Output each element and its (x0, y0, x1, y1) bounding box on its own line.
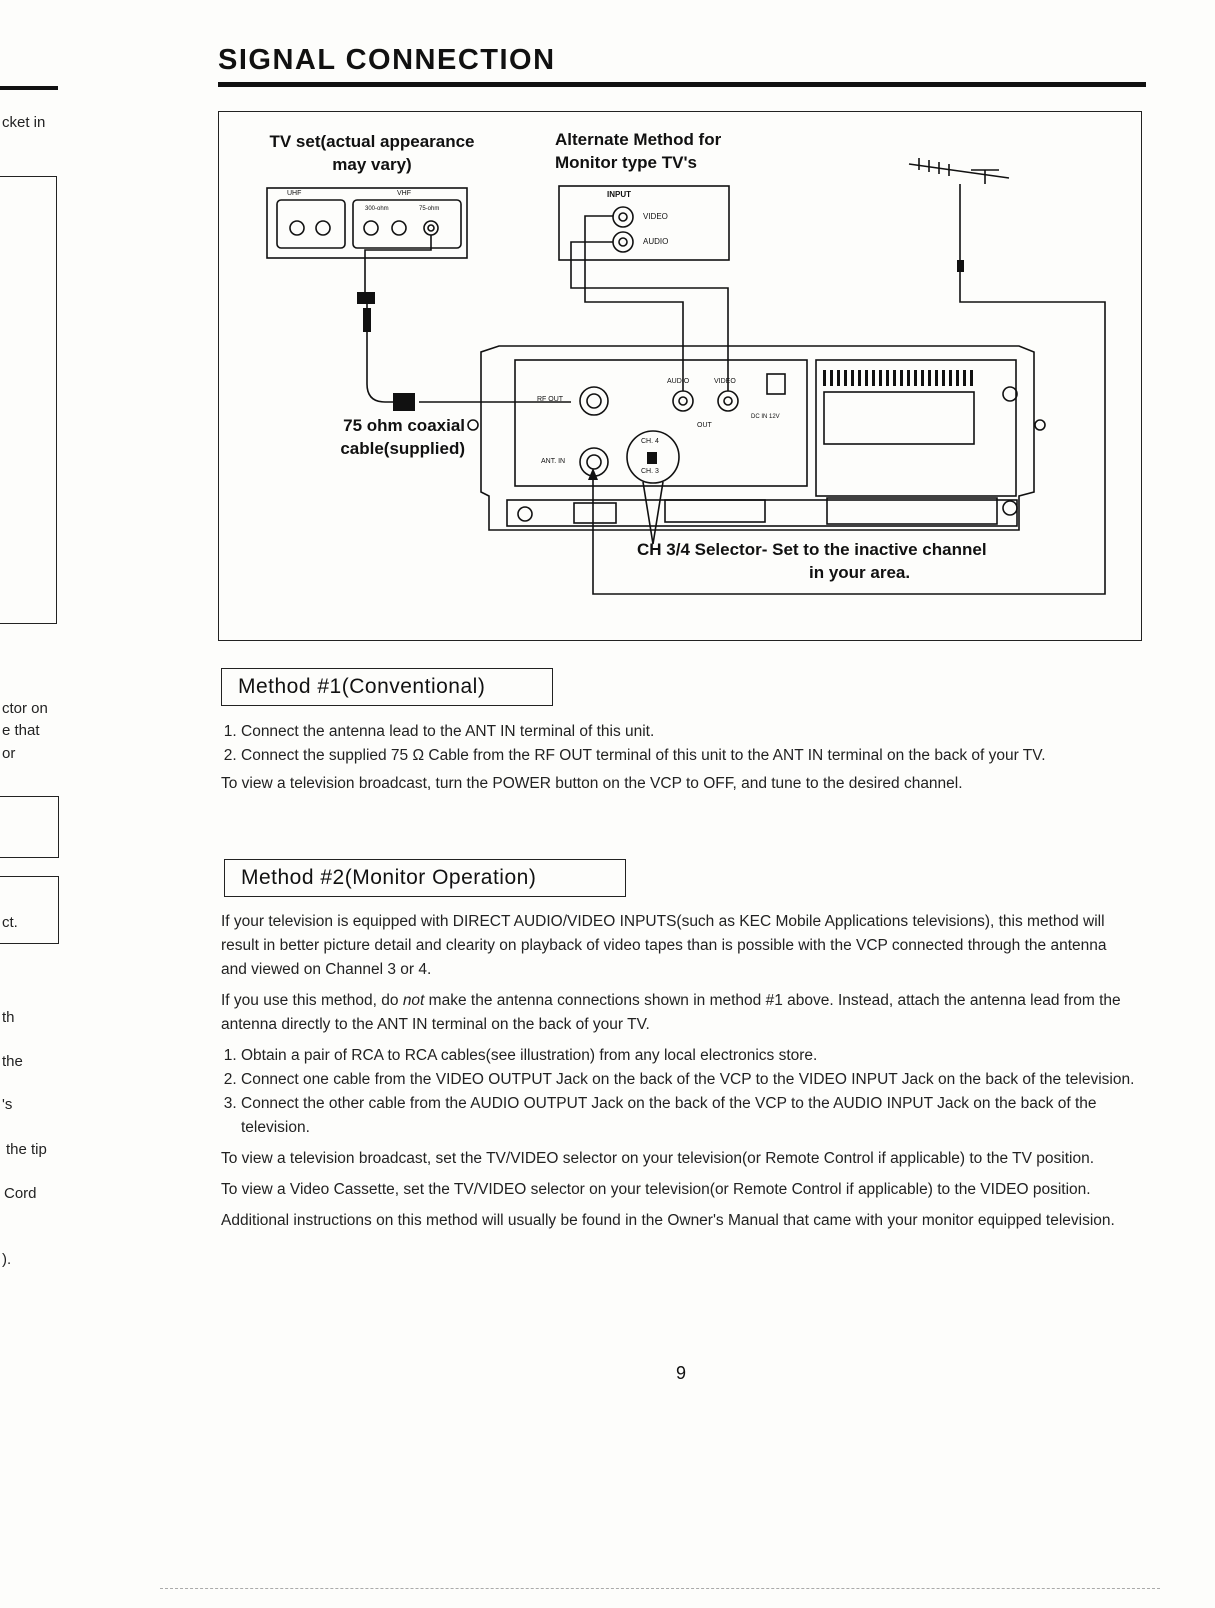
left-fragment: ). (2, 1251, 12, 1268)
method2-body: If your television is equipped with DIRE… (221, 910, 1136, 1233)
coax-label-line: cable(supplied) (340, 439, 465, 458)
method1-note: To view a television broadcast, turn the… (221, 775, 963, 792)
left-fragment: e that (2, 722, 40, 739)
ant-in-label: ANT. IN (541, 458, 566, 465)
page-title: SIGNAL CONNECTION (218, 44, 556, 76)
page-number: 9 (676, 1363, 687, 1383)
monitor-panel-outline (558, 185, 730, 261)
300-ohm-label: 300-ohm (365, 206, 389, 212)
coaxial-cable-label: 75 ohm coaxial cable(supplied) (313, 414, 465, 460)
left-page-box (0, 176, 57, 624)
alt-label-line: Monitor type TV's (555, 153, 697, 172)
method2-para: If your television is equipped with DIRE… (221, 913, 1107, 978)
method1-body: Connect the antenna lead to the ANT IN t… (221, 720, 1136, 796)
tv-set-label: TV set(actual appearance may vary) (247, 130, 497, 176)
method1-step: Connect the supplied 75 Ω Cable from the… (241, 744, 1136, 768)
left-margin-rule (0, 86, 58, 90)
monitor-video-label: VIDEO (643, 212, 668, 221)
left-fragment: or (2, 745, 16, 762)
para2-emphasis: not (402, 992, 425, 1009)
method2-para: To view a television broadcast, set the … (221, 1150, 1095, 1167)
connection-diagram: TV set(actual appearance may vary) Alter… (218, 111, 1142, 641)
method2-heading: Method #2(Monitor Operation) (224, 859, 626, 897)
diagram-drawing (266, 158, 1106, 595)
method1-steps: Connect the antenna lead to the ANT IN t… (221, 720, 1136, 768)
method2-steps: Obtain a pair of RCA to RCA cables(see i… (221, 1044, 1136, 1140)
left-fragment: 's (2, 1096, 13, 1113)
method2-para: Additional instructions on this method w… (221, 1212, 1115, 1229)
vhf-label: VHF (397, 190, 411, 197)
title-rule (218, 82, 1146, 87)
coax-label-line: 75 ohm coaxial (343, 416, 465, 435)
tv-label-line: TV set(actual appearance (269, 132, 475, 151)
vcp-back-outline (480, 345, 1035, 531)
method2-step: Connect one cable from the VIDEO OUTPUT … (241, 1068, 1136, 1092)
method1-step: Connect the antenna lead to the ANT IN t… (241, 720, 1136, 744)
left-fragment: ctor on (2, 700, 48, 717)
para2-text: make the antenna connections shown in me… (221, 992, 1121, 1033)
ch3-label: CH. 3 (641, 468, 659, 475)
tv-panel-outline (266, 187, 468, 259)
para2-text: If you use this method, do (221, 992, 403, 1009)
selector-label-line: CH 3/4 Selector- Set to the inactive cha… (637, 540, 987, 559)
alt-label-line: Alternate Method for (555, 130, 722, 149)
antenna-icon (908, 158, 1010, 184)
left-page-box (0, 876, 59, 944)
75-ohm-label: 75-ohm (419, 206, 440, 212)
vcp-audio-label: AUDIO (667, 378, 690, 385)
left-page-box (0, 796, 59, 858)
method2-step: Connect the other cable from the AUDIO O… (241, 1092, 1136, 1140)
vcp-video-label: VIDEO (714, 378, 736, 385)
alternate-method-label: Alternate Method for Monitor type TV's (555, 128, 721, 174)
left-fragment: the (2, 1053, 23, 1070)
monitor-input-label: INPUT (607, 190, 631, 199)
footer-line (160, 1588, 1160, 1589)
left-fragment: Cord (4, 1185, 37, 1202)
method2-para: To view a Video Cassette, set the TV/VID… (221, 1181, 1091, 1198)
vent-grill (823, 370, 973, 386)
selector-label-line: in your area. (809, 563, 911, 582)
left-fragment: th (2, 1009, 15, 1026)
left-fragment: cket in (2, 114, 46, 131)
dc-in-label: DC IN 12V (751, 414, 780, 420)
left-fragment: ct. (2, 914, 18, 931)
ch4-label: CH. 4 (641, 438, 659, 445)
method2-para: If you use this method, do not make the … (221, 989, 1136, 1037)
ch-selector-label: CH 3/4 Selector- Set to the inactive cha… (637, 538, 1077, 584)
method1-heading: Method #1(Conventional) (221, 668, 553, 706)
method2-step: Obtain a pair of RCA to RCA cables(see i… (241, 1044, 1136, 1068)
monitor-audio-label: AUDIO (643, 237, 669, 246)
uhf-label: UHF (287, 190, 302, 197)
vcp-out-label: OUT (697, 422, 712, 429)
left-fragment: the tip (6, 1141, 47, 1158)
rf-out-label: RF OUT (537, 396, 564, 403)
tv-label-line: may vary) (332, 155, 412, 174)
